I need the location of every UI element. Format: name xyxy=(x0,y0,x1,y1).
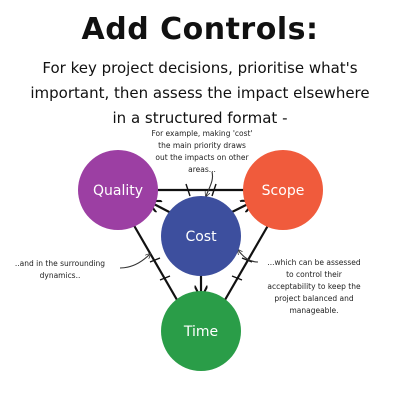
note-line: project balanced and xyxy=(274,294,354,303)
edge-tick xyxy=(231,275,243,281)
note-left: ..and in the surrounding dynamics.. xyxy=(4,258,116,282)
edge-quality-time xyxy=(131,221,185,313)
note-line: acceptability to keep the xyxy=(267,282,361,291)
time-circle xyxy=(161,291,241,371)
note-line: out the impacts on other xyxy=(155,153,249,162)
scope-circle xyxy=(243,150,323,230)
edge-tick xyxy=(185,183,191,197)
cost-label: Cost xyxy=(185,229,217,245)
note-line: to control their xyxy=(286,270,342,279)
note-line: For example, making 'cost' xyxy=(151,129,253,138)
edge-scope-time xyxy=(217,221,271,313)
pointer-top-note xyxy=(206,171,214,196)
note-line: areas... xyxy=(188,165,216,174)
edge-tick xyxy=(149,257,161,263)
note-line: the main priority draws xyxy=(158,141,246,150)
pointer-left-note xyxy=(119,254,150,269)
subtitle-line: important, then assess the impact elsewh… xyxy=(30,84,370,102)
cost-circle xyxy=(161,196,241,276)
subtitle: For key project decisions, prioritise wh… xyxy=(14,56,386,131)
quality-circle xyxy=(78,150,158,230)
page-title: Add Controls: xyxy=(81,12,319,47)
edge-tick xyxy=(159,275,171,281)
note-line: manageable. xyxy=(289,306,339,315)
note-right: ...which can be assessed to control thei… xyxy=(252,257,376,317)
note-line: dynamics.. xyxy=(39,271,81,280)
subtitle-line: For key project decisions, prioritise wh… xyxy=(42,59,358,77)
note-line: ...which can be assessed xyxy=(267,258,361,267)
pointer-right-note xyxy=(238,250,259,263)
edge-tick xyxy=(241,257,253,263)
edge-tick xyxy=(211,183,217,197)
time-label: Time xyxy=(183,324,218,340)
subtitle-line: in a structured format - xyxy=(112,109,288,127)
note-line: ..and in the surrounding xyxy=(14,259,106,268)
note-top: For example, making 'cost' the main prio… xyxy=(142,128,262,176)
scope-label: Scope xyxy=(262,183,305,199)
quality-label: Quality xyxy=(93,183,143,199)
